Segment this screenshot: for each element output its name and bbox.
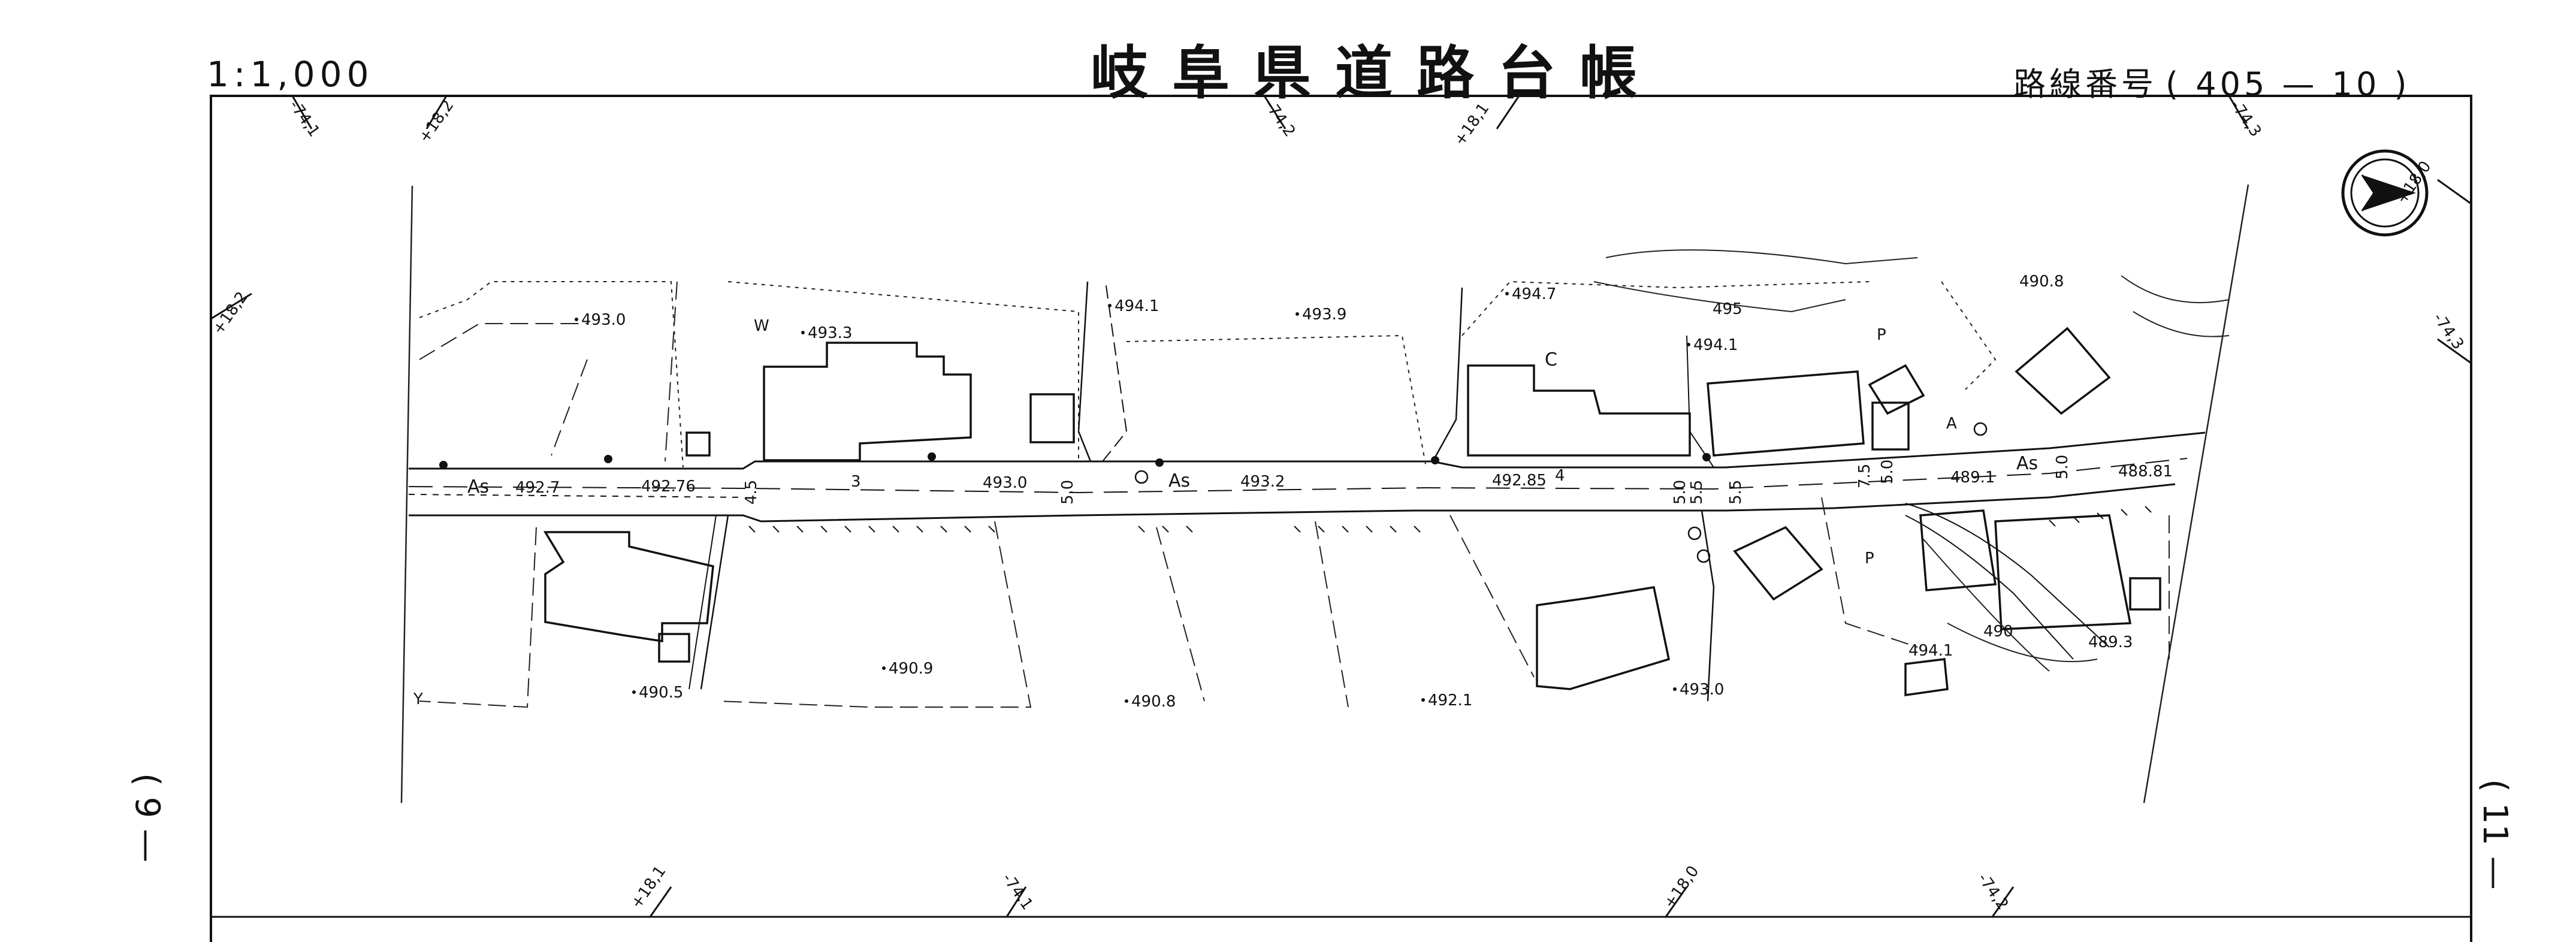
grid-label-bottom-2: -74,1 bbox=[998, 870, 1036, 913]
symbol-p-2: P bbox=[1865, 550, 1874, 567]
spot-height: 494.7 bbox=[1505, 285, 1556, 303]
road-width-5: 5.0 bbox=[1671, 480, 1689, 505]
manhole bbox=[1687, 526, 1702, 541]
grid-label-bottom-3: +18,0 bbox=[1660, 863, 1702, 912]
spot-height: 490.9 bbox=[882, 660, 933, 678]
road-elevation-2: 492.76 bbox=[641, 478, 696, 496]
grid-ticks bbox=[210, 95, 2472, 917]
spot-height: 489.3 bbox=[2088, 633, 2133, 651]
road-surface-label-2: As bbox=[1168, 470, 1190, 491]
svg-text:490.5: 490.5 bbox=[639, 684, 683, 702]
spot-height: 490.8 bbox=[2019, 273, 2064, 291]
manhole bbox=[1134, 470, 1149, 484]
grid-label-top-5: -74,3 bbox=[2227, 97, 2264, 140]
utility-pole bbox=[928, 452, 936, 461]
buildings bbox=[543, 327, 2161, 697]
utility-pole bbox=[1702, 453, 1711, 461]
symbol-y: Y bbox=[413, 690, 423, 708]
road-annotations: As As As 492.7 492.76 493.0 493.2 492.85… bbox=[467, 453, 2173, 505]
spot-height: 494.1 bbox=[1108, 297, 1159, 315]
svg-text:492.1: 492.1 bbox=[1428, 692, 1472, 709]
spot-height: 490.8 bbox=[1125, 693, 1176, 711]
spot-height: 492.1 bbox=[1421, 692, 1472, 709]
grid-label-right-2: -74,3 bbox=[2429, 310, 2467, 353]
grid-label-top-1: -74,1 bbox=[285, 97, 323, 140]
grid-label-top-2: +18,2 bbox=[415, 97, 457, 146]
grid-labels: -74,1 +18,2 -74,2 +18,1 -74,3 +18,2 +18,… bbox=[209, 97, 2467, 914]
manhole bbox=[1696, 549, 1711, 563]
spot-height: 494.1 bbox=[1908, 642, 1953, 660]
road-width-9: 5.0 bbox=[1879, 460, 1896, 484]
north-arrow-icon bbox=[2341, 149, 2429, 237]
spot-height: 493.3 bbox=[801, 324, 852, 342]
grid-label-top-3: -74,2 bbox=[1261, 97, 1298, 140]
road-elevation-5: 492.85 bbox=[1492, 472, 1547, 490]
parcel-lines bbox=[419, 249, 2230, 708]
svg-text:493.0: 493.0 bbox=[581, 311, 626, 329]
symbol-a: A bbox=[1946, 415, 1957, 433]
road-width-3: 5.0 bbox=[1059, 480, 1077, 505]
svg-text:494.1: 494.1 bbox=[1693, 336, 1738, 354]
utility-pole bbox=[439, 461, 448, 469]
road-elevation-3: 493.0 bbox=[983, 474, 1027, 492]
grid-label-bottom-4: -74,2 bbox=[1974, 870, 2012, 913]
road-width-2: 3 bbox=[851, 473, 861, 491]
map-scale: 1:1,000 bbox=[207, 54, 374, 95]
manhole bbox=[1973, 422, 1988, 436]
svg-text:493.9: 493.9 bbox=[1302, 306, 1346, 324]
road-surface-label-3: As bbox=[2016, 453, 2038, 474]
symbol-p-1: P bbox=[1877, 326, 1886, 344]
utility-pole bbox=[1431, 456, 1439, 464]
symbol-c: C bbox=[1545, 349, 1557, 370]
utility-pole bbox=[604, 455, 612, 463]
road-width-1: 4.5 bbox=[742, 480, 760, 505]
svg-text:493.3: 493.3 bbox=[808, 324, 852, 342]
grid-label-top-4: +18,1 bbox=[1451, 100, 1493, 149]
svg-text:494.1: 494.1 bbox=[1115, 297, 1159, 315]
road-width-4: 4 bbox=[1555, 467, 1565, 485]
spot-height: 493.9 bbox=[1295, 306, 1346, 324]
grid-label-bottom-1: +18,1 bbox=[627, 863, 669, 912]
spot-height: 490.5 bbox=[632, 684, 683, 702]
road-elevation-6: 489.1 bbox=[1950, 469, 1995, 487]
road-width-6: 5.5 bbox=[1688, 480, 1706, 505]
road-elevation-4: 493.2 bbox=[1240, 473, 1285, 491]
grid-label-left-1: +18,2 bbox=[209, 289, 251, 338]
road-surface-label-1: As bbox=[467, 476, 489, 497]
spot-height: 494.1 bbox=[1687, 336, 1738, 354]
road-elevation-1: 492.7 bbox=[515, 479, 560, 497]
spot-height: 493.0 bbox=[575, 311, 626, 329]
spot-heights: 493.0 493.3 494.1 493.9 494.7 495 494.1 … bbox=[575, 273, 2133, 711]
spot-height: 495 bbox=[1713, 300, 1743, 318]
svg-text:493.0: 493.0 bbox=[1680, 681, 1724, 699]
utility-pole bbox=[1155, 458, 1164, 467]
map-boundary bbox=[400, 184, 2249, 804]
road-width-8: 7.5 bbox=[1856, 464, 1874, 488]
svg-text:490.8: 490.8 bbox=[1131, 693, 1176, 711]
road-width-7: 5.5 bbox=[1727, 480, 1745, 505]
well-symbol: W bbox=[754, 317, 769, 335]
spot-height: 490 bbox=[1983, 623, 2013, 641]
svg-text:494.7: 494.7 bbox=[1512, 285, 1556, 303]
road-width-10: 5.0 bbox=[2053, 455, 2071, 479]
spot-height: 493.0 bbox=[1673, 681, 1724, 699]
sheet-frame bbox=[210, 95, 2472, 942]
road-elevation-7: 488.81 bbox=[2118, 463, 2173, 481]
svg-text:490.9: 490.9 bbox=[889, 660, 933, 678]
road-edge-marks bbox=[748, 506, 2152, 533]
grid-label-right-1: +18,0 bbox=[2393, 158, 2435, 207]
map-symbols: W C P P Y A bbox=[413, 317, 1988, 708]
